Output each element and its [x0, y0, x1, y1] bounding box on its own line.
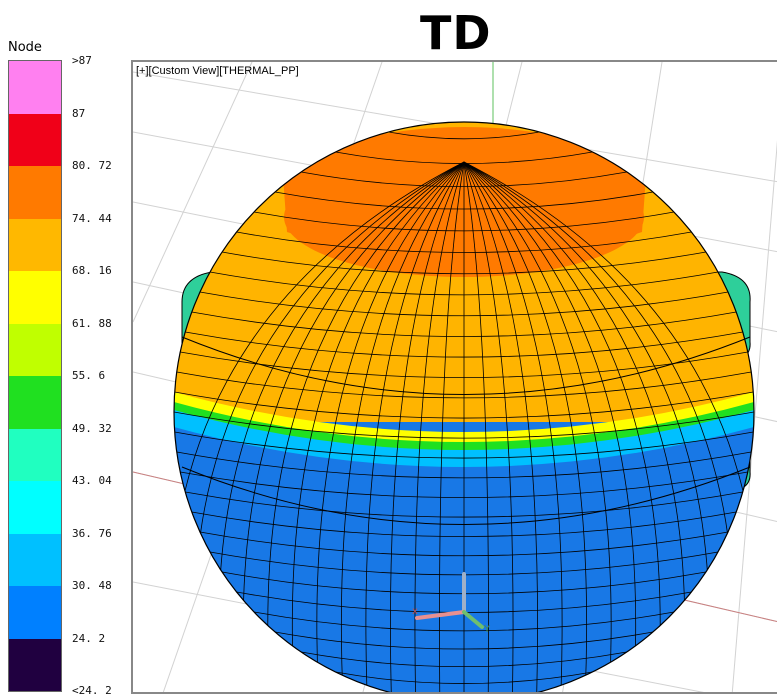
tank-model: x Y	[133, 62, 777, 692]
legend-tick-label: 61. 88	[72, 316, 112, 330]
legend-tick-label: 30. 48	[72, 579, 112, 592]
3d-viewport[interactable]: [+][Custom View][THERMAL_PP]	[131, 60, 777, 694]
legend-swatch	[9, 376, 61, 429]
legend-swatch	[9, 271, 61, 324]
legend-tick-label: 55. 6	[72, 369, 106, 382]
legend-swatch	[9, 323, 61, 376]
legend-tick-label: 43. 04	[72, 474, 112, 487]
legend-tick-label: 80. 72	[72, 159, 112, 172]
svg-text:x: x	[412, 606, 418, 617]
xyz-axis-triad-icon: x Y	[412, 572, 491, 635]
legend-tick-label: <24. 2	[72, 684, 112, 697]
svg-text:Y: Y	[483, 624, 491, 635]
legend-swatch	[9, 428, 61, 481]
legend-swatch	[9, 638, 61, 691]
legend-tick-label: >87	[72, 54, 92, 67]
plot-title: TD	[420, 6, 492, 60]
legend-tick-label: 49. 32	[72, 421, 112, 435]
legend-swatch	[9, 218, 61, 271]
legend-swatch	[9, 113, 61, 166]
legend-tick-label: 74. 44	[72, 211, 112, 225]
viewport-label: [+][Custom View][THERMAL_PP]	[136, 65, 299, 77]
legend-tick-label: 24. 2	[72, 631, 106, 645]
legend-swatch	[9, 61, 61, 114]
legend-tick-label: 68. 16	[72, 264, 112, 277]
legend-swatch	[9, 586, 61, 639]
legend-swatch	[9, 166, 61, 219]
legend-swatch	[9, 481, 61, 534]
legend-tick-label: 87	[72, 106, 86, 120]
legend-tick-label: 36. 76	[72, 526, 112, 540]
color-legend	[8, 60, 62, 692]
legend-swatch	[9, 533, 61, 586]
legend-header: Node	[8, 40, 42, 55]
